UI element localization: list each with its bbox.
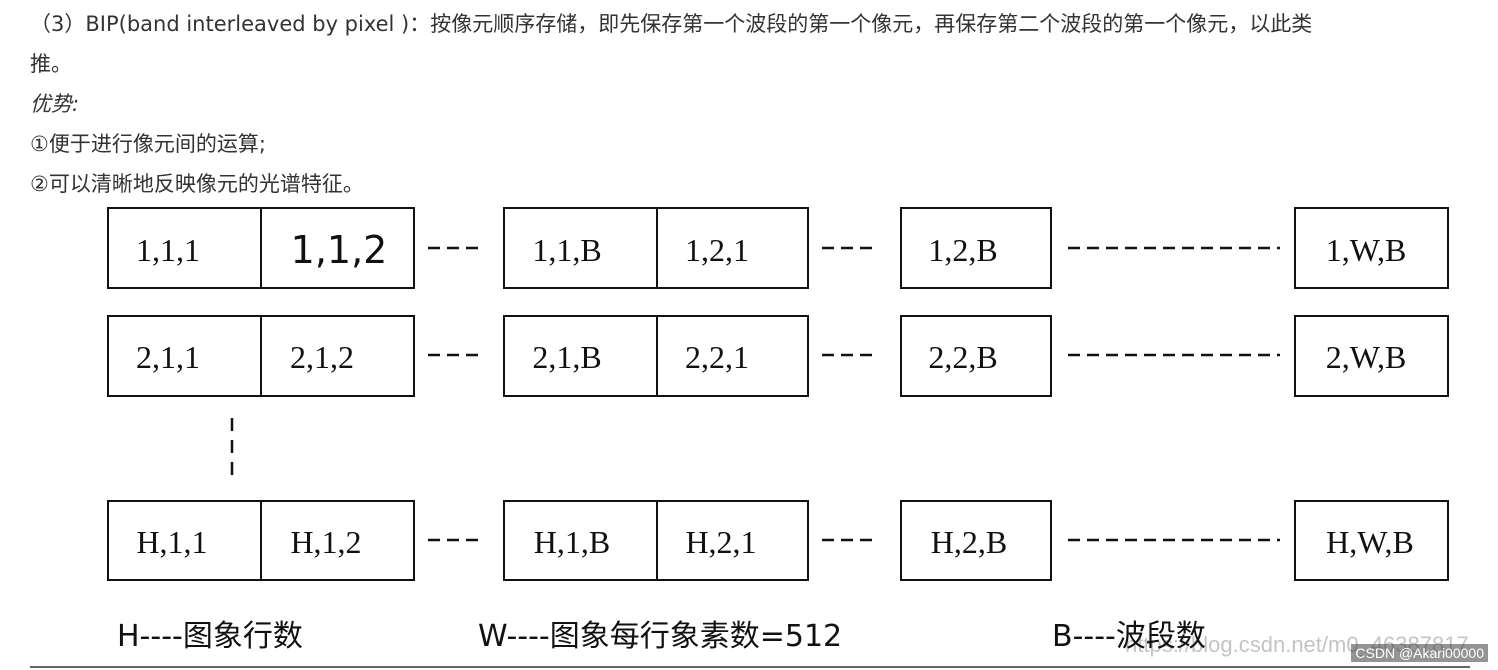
cell-label: H,2,1 <box>685 524 756 560</box>
legend-h: H----图象行数 <box>117 619 303 654</box>
cell-label: 2,1,2 <box>290 339 354 375</box>
advantage-item-1: ①便于进行像元间的运算; <box>30 132 266 156</box>
cell-label: 1,2,1 <box>685 232 749 268</box>
diagram-row-2: 2,1,1 2,1,2 2,1,B 2,2,1 2,2,B 2,W,B <box>107 315 1449 397</box>
cell-label: 2,1,1 <box>136 339 200 375</box>
cell-label: H,1,1 <box>136 524 207 560</box>
legend-b: B----波段数 <box>1052 619 1206 654</box>
cell-label: H,1,B <box>534 524 610 560</box>
cell-label: 2,W,B <box>1326 339 1407 375</box>
advantages-heading: 优势: <box>30 92 80 116</box>
cell-box <box>900 315 1052 397</box>
diagram-row-h: H,1,1 H,1,2 H,1,B H,2,1 H,2,B H,W,B <box>107 500 1449 581</box>
article-text: （3）BIP(band interleaved by pixel )：按像元顺序… <box>30 4 1470 204</box>
cell-label: 1,W,B <box>1326 232 1407 268</box>
cell-box <box>1294 315 1449 397</box>
cell-label: 2,2,B <box>928 339 997 375</box>
cell-box <box>900 207 1052 289</box>
csdn-watermark-badge: CSDN @Akari00000 <box>1351 644 1488 662</box>
cell-label: 1,2,B <box>928 232 997 268</box>
advantage-item-2: ②可以清晰地反映像元的光谱特征。 <box>30 172 364 196</box>
bip-description-continuation: 推。 <box>30 52 72 76</box>
legend-w: W----图象每行象素数=512 <box>478 619 842 654</box>
cell-box <box>1294 500 1449 581</box>
cell-label: 1,1,1 <box>136 232 200 268</box>
cell-box <box>1294 207 1449 289</box>
bip-description-line: （3）BIP(band interleaved by pixel )：按像元顺序… <box>30 12 1313 36</box>
cell-label: 1,1,2 <box>291 228 388 272</box>
cell-label: H,2,B <box>931 524 1007 560</box>
cell-label: 2,1,B <box>532 339 601 375</box>
cell-box <box>900 500 1052 581</box>
cell-label: H,W,B <box>1326 524 1414 560</box>
cell-label: 1,1,B <box>532 232 601 268</box>
diagram-row-1: 1,1,1 1,1,2 1,1,B 1,2,1 1,2,B 1,W,B <box>107 207 1449 289</box>
cell-label: 2,2,1 <box>685 339 749 375</box>
cell-label: H,1,2 <box>290 524 361 560</box>
